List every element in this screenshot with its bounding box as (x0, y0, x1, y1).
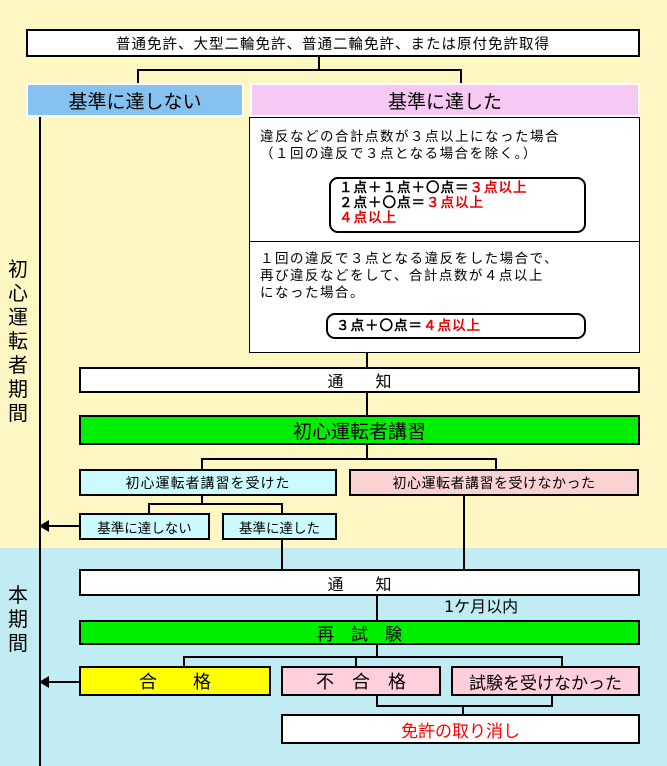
within-month-label: 1ケ月以内 (444, 597, 519, 616)
notice1-box: 通 知 (79, 367, 640, 393)
connector (148, 503, 150, 514)
took-course-box: 初心運転者講習を受けた (79, 469, 337, 496)
not-took-course-text: 初心運転者講習を受けなかった (392, 475, 596, 492)
pass-box: 合 格 (79, 666, 271, 696)
case2-line1: １回の違反で３点となる違反をした場合で、 (260, 251, 560, 267)
connector (137, 69, 139, 84)
no-test-text: 試験を受けなかった (469, 673, 622, 694)
notice1-text: 通 知 (327, 372, 392, 391)
formula-text: ２点＋〇点＝ (339, 195, 426, 211)
revoke-box: 免許の取り消し (281, 714, 640, 744)
formula-result: ３点以上 (426, 195, 484, 211)
course-box: 初心運転者講習 (79, 415, 640, 445)
notice2-box: 通 知 (79, 569, 640, 596)
branch-not-met-box: 基準に達しない (26, 83, 244, 117)
connector (460, 69, 462, 84)
connector (281, 540, 283, 569)
connector (355, 656, 357, 667)
formula-result: ４点以上 (423, 318, 481, 334)
sub-met-text: 基準に達した (239, 520, 320, 537)
notice2-text: 通 知 (327, 574, 392, 594)
branch-not-met-text: 基準に達しない (68, 90, 202, 113)
connector (366, 393, 368, 415)
pass-text: 合 格 (139, 672, 211, 693)
course-text: 初心運転者講習 (292, 420, 426, 443)
sub-met-box: 基準に達した (222, 513, 337, 540)
retest-box: 再 試 験 (79, 620, 640, 645)
took-course-text: 初心運転者講習を受けた (125, 475, 291, 492)
not-took-course-box: 初心運転者講習を受けなかった (349, 469, 639, 496)
connector (201, 496, 203, 504)
formula-text: １点＋１点＋〇点＝ (339, 180, 470, 196)
return-arrow-line (48, 525, 79, 527)
pass-arrow-head (39, 676, 49, 688)
fail-box: 不 合 格 (281, 666, 441, 696)
pass-arrow-line (48, 681, 79, 683)
fail-text: 不 合 格 (316, 672, 406, 693)
connector (183, 656, 185, 667)
main-period-label: 本期間 (8, 583, 28, 655)
connector (201, 458, 496, 460)
connector (376, 705, 553, 707)
connector (551, 696, 553, 706)
connector (366, 445, 368, 459)
initial-period-label: 初心運転者期間 (8, 257, 28, 425)
case1-line2: （１回の違反で３点となる場合を除く。） (260, 146, 538, 162)
connector (462, 705, 464, 715)
license-acquired-text: 普通免許、大型二輪免許、普通二輪免許、または原付免許取得 (116, 36, 550, 53)
connector (183, 656, 563, 658)
case2-line2: 再び違反などをして、合計点数が４点以上 (260, 268, 544, 284)
formula-result: ４点以上 (339, 210, 397, 226)
connector (201, 458, 203, 470)
return-arrow-head (39, 520, 49, 532)
revoke-text: 免許の取り消し (401, 721, 520, 742)
connector (281, 503, 283, 514)
connector (366, 353, 368, 367)
case2-line3: になった場合。 (260, 285, 365, 301)
case2-formula-box: ３点＋〇点＝４点以上 (326, 313, 586, 339)
connector (463, 496, 465, 569)
connector (376, 696, 378, 706)
retest-text: 再 試 験 (317, 625, 402, 645)
sub-not-met-text: 基準に達しない (97, 520, 192, 537)
timeline-line (39, 117, 41, 766)
case1-text: 違反などの合計点数が３点以上になった場合 （１回の違反で３点となる場合を除く。） (260, 129, 560, 163)
connector (561, 656, 563, 667)
formula-text: ３点＋〇点＝ (336, 318, 423, 334)
connector (376, 645, 378, 657)
case1-formula-box: １点＋１点＋〇点＝３点以上 ２点＋〇点＝３点以上 ４点以上 (329, 177, 586, 233)
sub-not-met-box: 基準に達しない (79, 513, 210, 540)
branch-met-box: 基準に達した (250, 83, 640, 117)
case2-text: １回の違反で３点となる違反をした場合で、 再び違反などをして、合計点数が４点以上… (260, 251, 559, 302)
connector (376, 596, 378, 620)
connector (495, 458, 497, 470)
connector (148, 503, 282, 505)
panel-divider (249, 241, 640, 242)
connector (318, 57, 320, 70)
license-acquired-box: 普通免許、大型二輪免許、普通二輪免許、または原付免許取得 (26, 29, 640, 57)
formula-result: ３点以上 (469, 180, 528, 196)
connector (137, 69, 461, 71)
no-test-box: 試験を受けなかった (451, 666, 640, 696)
case1-line1: 違反などの合計点数が３点以上になった場合 (260, 129, 560, 145)
branch-met-text: 基準に達した (387, 90, 502, 113)
